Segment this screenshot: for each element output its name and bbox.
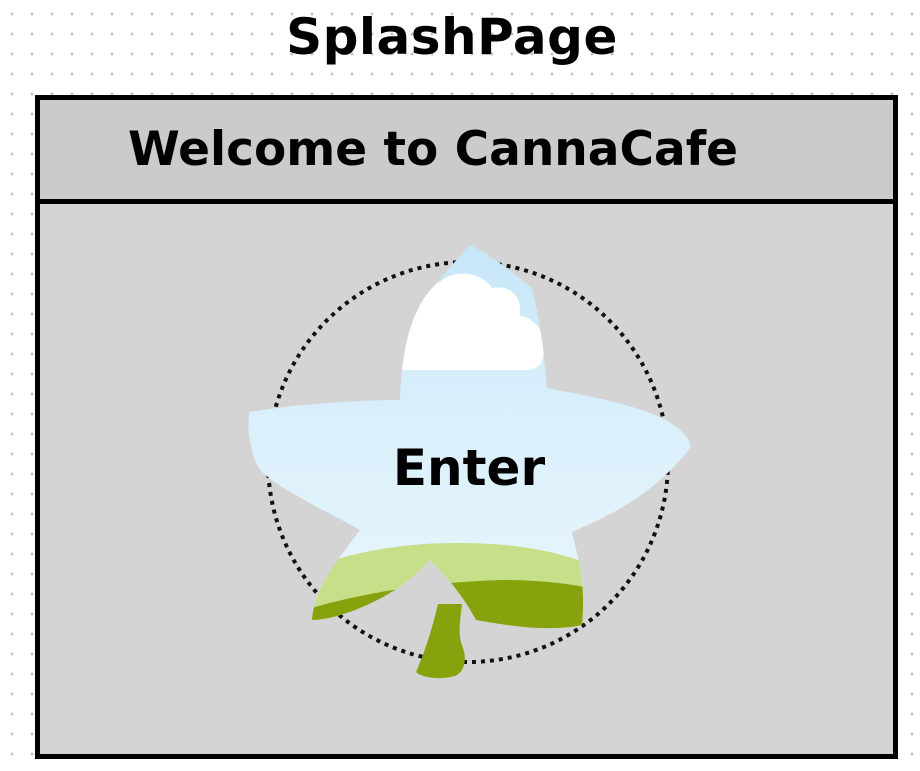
splash-frame: Welcome to CannaCafe [35,95,898,759]
header-bar: Welcome to CannaCafe [40,100,893,204]
welcome-heading: Welcome to CannaCafe [128,122,739,177]
page-title: SplashPage [286,8,618,66]
cannabis-leaf-icon [248,245,691,679]
enter-label: Enter [392,439,546,497]
enter-button[interactable]: Enter [240,240,691,685]
